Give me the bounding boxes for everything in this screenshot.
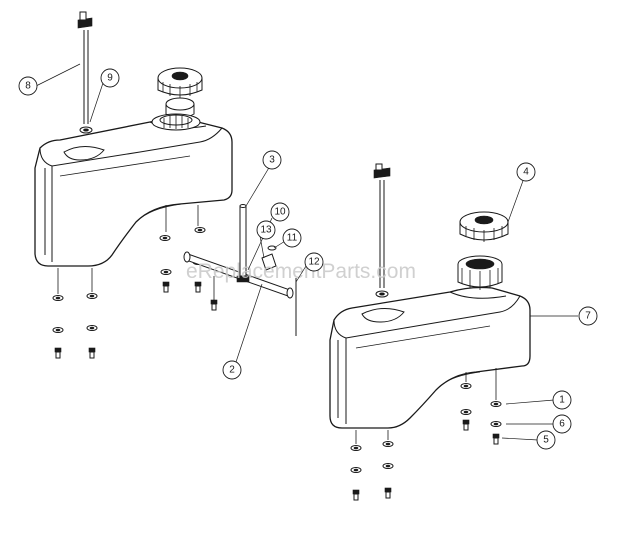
right-grommet <box>375 290 389 298</box>
callout-13: 13 <box>256 220 276 240</box>
callout-label: 13 <box>260 225 272 236</box>
callout-2: 2 <box>222 360 242 380</box>
callout-1: 1 <box>552 390 572 410</box>
watermark-text: eReplacementParts.com <box>186 260 416 283</box>
callout-9: 9 <box>100 68 120 88</box>
left-sending-unit <box>77 11 93 124</box>
callout-label: 12 <box>308 257 320 268</box>
callout-label: 9 <box>107 73 113 84</box>
callout-10: 10 <box>270 202 290 222</box>
left-fuel-neck <box>151 113 201 131</box>
callout-label: 7 <box>585 311 591 322</box>
left-grommet <box>79 126 93 134</box>
callout-label: 5 <box>543 435 549 446</box>
callout-label: 6 <box>559 419 565 430</box>
right-sending-unit <box>373 163 391 288</box>
right-fuel-cap <box>459 211 509 242</box>
left-fuel-tank <box>34 118 233 267</box>
right-fuel-tank <box>329 286 531 429</box>
callout-label: 1 <box>559 395 565 406</box>
left-fuel-cap <box>157 67 203 119</box>
callout-3: 3 <box>262 150 282 170</box>
callout-label: 11 <box>287 233 298 244</box>
left-tank-hardware <box>52 205 206 359</box>
callout-12: 12 <box>304 252 324 272</box>
right-fuel-neck <box>457 255 503 290</box>
fuel-line-assembly <box>183 204 297 336</box>
callout-7: 7 <box>578 306 598 326</box>
callout-8: 8 <box>18 76 38 96</box>
callout-11: 11 <box>282 228 302 248</box>
callout-label: 3 <box>269 155 275 166</box>
callout-4: 4 <box>516 162 536 182</box>
callout-5: 5 <box>536 430 556 450</box>
leader-lines <box>35 63 578 441</box>
callout-label: 2 <box>229 365 235 376</box>
callout-label: 4 <box>523 167 529 178</box>
callout-6: 6 <box>552 414 572 434</box>
callout-label: 8 <box>25 81 31 92</box>
right-tank-hardware <box>350 368 502 501</box>
callout-label: 10 <box>274 207 286 218</box>
